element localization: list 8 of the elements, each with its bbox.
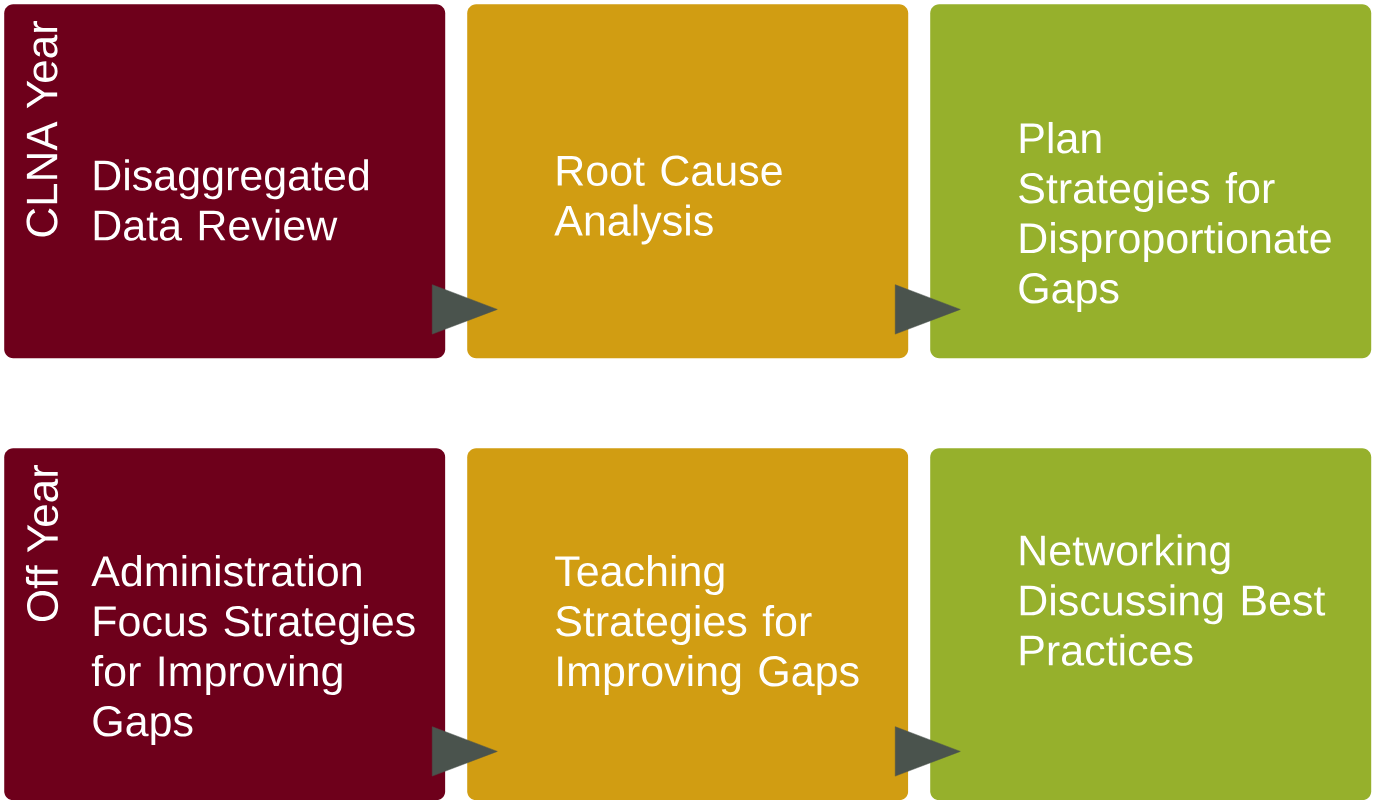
process-box: Plan Strategies for Disproportionate Gaps <box>930 4 1372 359</box>
process-box: Networking Discussing Best Practices <box>930 448 1372 800</box>
arrow <box>894 284 961 335</box>
process-box: Teaching Strategies for Improving Gaps <box>467 448 909 800</box>
arrow <box>431 726 498 777</box>
arrow <box>431 284 498 335</box>
process-box: Root Cause Analysis <box>467 4 909 359</box>
arrow <box>894 726 961 777</box>
